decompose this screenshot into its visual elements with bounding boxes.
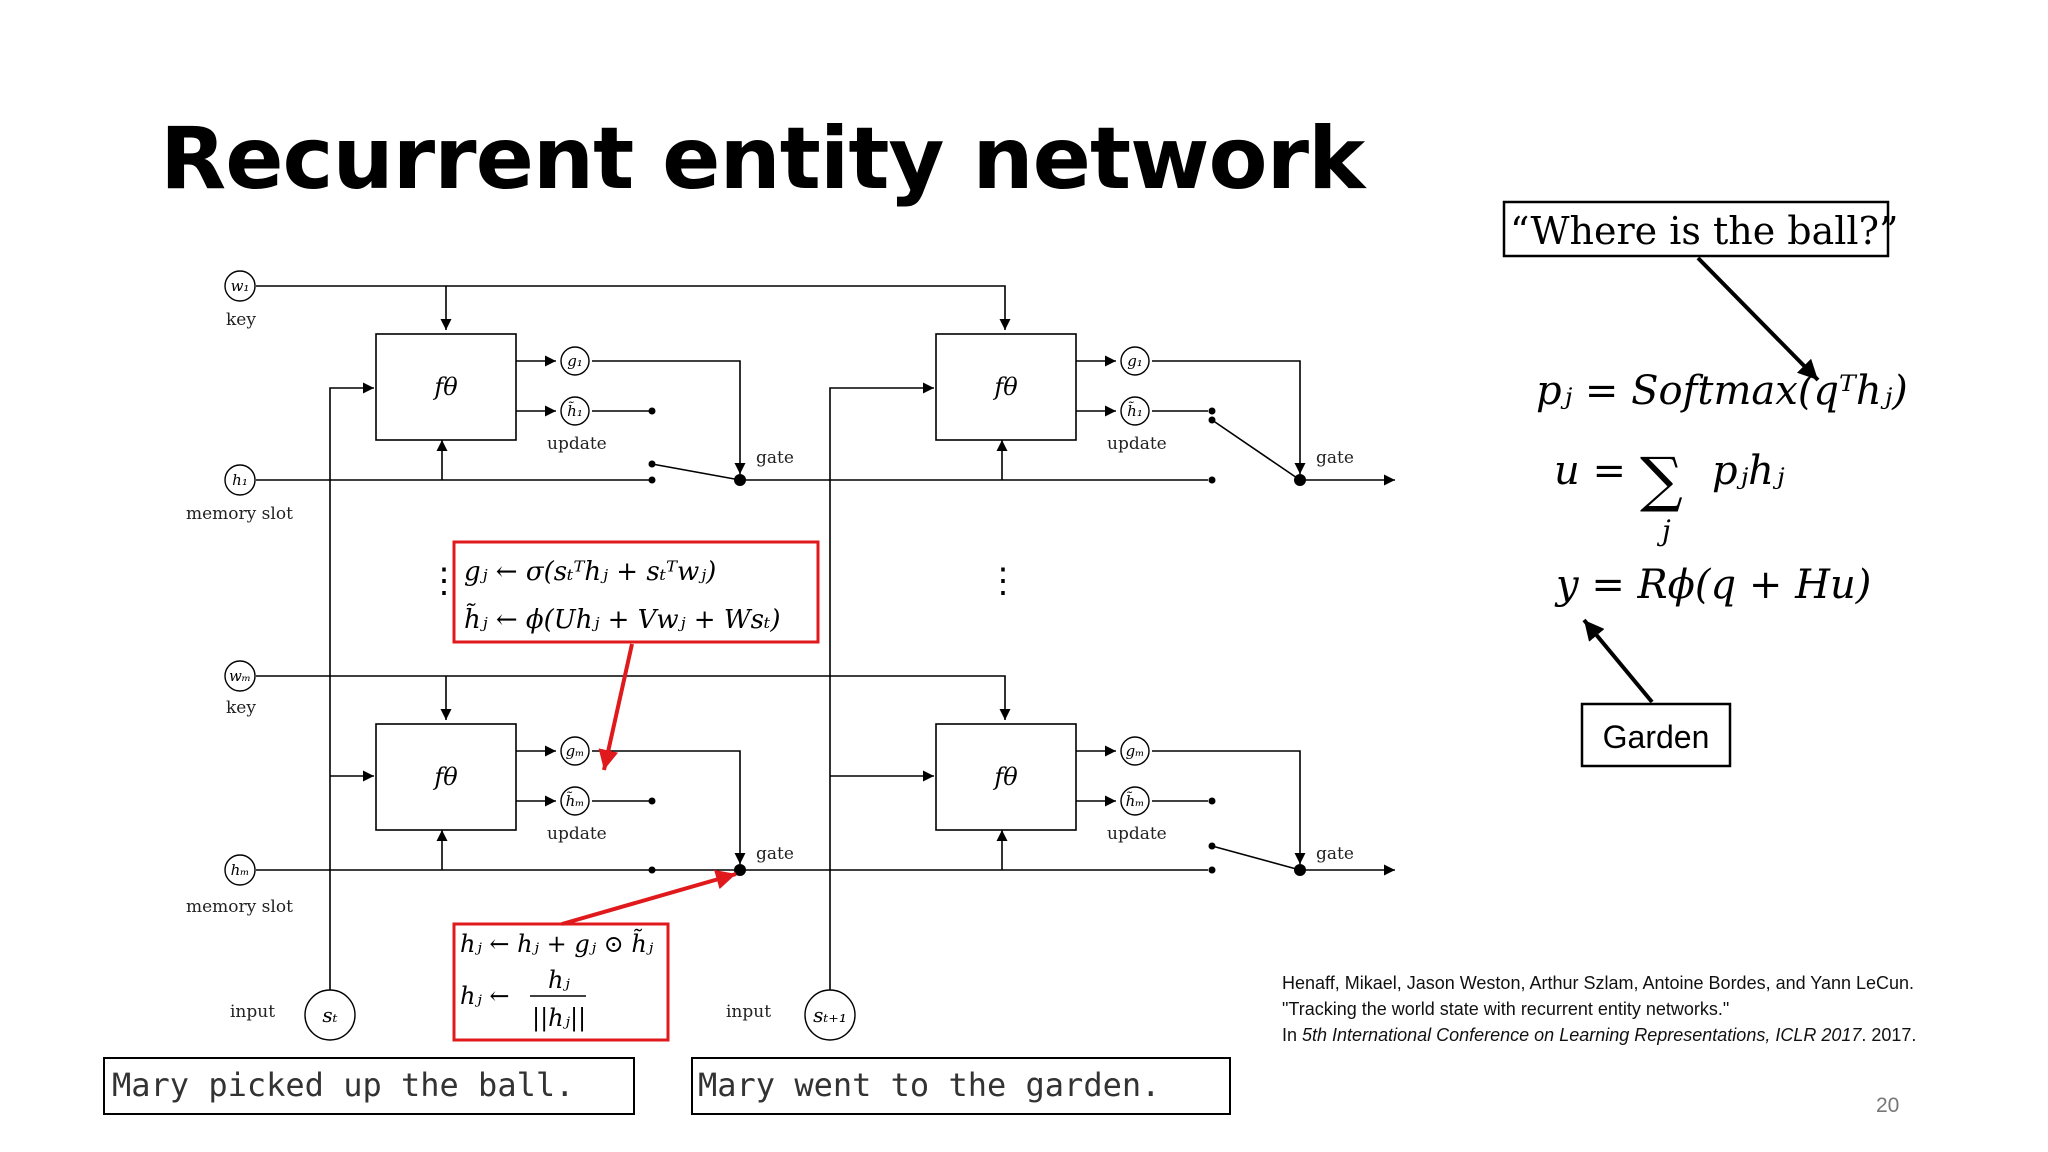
- sentence-box-2: [691, 1057, 1231, 1115]
- normalize-denominator: ||hⱼ||: [532, 1004, 586, 1033]
- red-arrow-gate: [598, 643, 634, 771]
- update-label-2: update: [1107, 434, 1167, 454]
- sentence-box-1: [103, 1057, 635, 1115]
- h1-tilde-label-b: h̃₁: [1127, 402, 1143, 420]
- candidate-node-h1-b: [1120, 396, 1150, 426]
- gate-node-g1: [560, 346, 590, 376]
- memory-node-h1: [224, 464, 256, 496]
- gm-label: gₘ: [566, 742, 585, 760]
- f-theta-box-4: [935, 723, 1077, 831]
- question-box: [1502, 200, 1890, 258]
- update-equations-box: [452, 922, 670, 1042]
- memory-slot-label-1: memory slot: [186, 504, 293, 524]
- memory-slot-label-2: memory slot: [186, 897, 293, 917]
- candidate-equation: h̃ⱼ ← ϕ(Uhⱼ + Vwⱼ + Wsₜ): [464, 603, 780, 635]
- sentence-2: Mary went to the garden.: [698, 1066, 1160, 1104]
- answer-box: [1580, 702, 1732, 768]
- candidate-node-h1: [560, 396, 590, 426]
- output-equation: y = Rϕ(q + Hu): [1554, 562, 1871, 608]
- citation-venue: 5th International Conference on Learning…: [1302, 1025, 1862, 1045]
- h1-label: h₁: [232, 471, 248, 489]
- hm-tilde-label: h̃ₘ: [566, 792, 585, 810]
- gate-equations-box: [452, 540, 820, 644]
- normalize-lhs: hⱼ ←: [460, 982, 510, 1010]
- st1-label: sₜ₊₁: [813, 1003, 847, 1027]
- gate-label-1: gate: [756, 448, 794, 468]
- question-arrow: [1696, 256, 1820, 382]
- h1-tilde-label: h̃₁: [567, 402, 583, 420]
- u-equation-sum: ∑: [1640, 445, 1683, 515]
- answer-arrow: [1582, 618, 1654, 704]
- update-label-4: update: [1107, 824, 1167, 844]
- key-label-1: key: [226, 310, 256, 330]
- softmax-equation: pⱼ = Softmax(qᵀhⱼ): [1536, 368, 1908, 414]
- g1-label-b: g₁: [1127, 352, 1143, 370]
- u-equation-lhs: u =: [1554, 448, 1626, 494]
- gate-label-4: gate: [1316, 844, 1354, 864]
- w1-label: w₁: [231, 277, 250, 295]
- page-number: 20: [1876, 1094, 1900, 1117]
- f-theta-label-3: fθ: [432, 763, 458, 791]
- gm-label-b: gₘ: [1126, 742, 1145, 760]
- question-text: “Where is the ball?”: [1510, 209, 1898, 253]
- citation: Henaff, Mikael, Jason Weston, Arthur Szl…: [1282, 970, 1916, 1048]
- input-node-st: [304, 989, 356, 1041]
- f-theta-label-4: fθ: [992, 763, 1018, 791]
- f-theta-box-3: [375, 723, 517, 831]
- hm-tilde-label-b: h̃ₘ: [1126, 792, 1145, 810]
- input-label-2: input: [726, 1002, 771, 1022]
- citation-line-3: In 5th International Conference on Learn…: [1282, 1025, 1917, 1045]
- g1-label: g₁: [567, 352, 583, 370]
- sentence-1: Mary picked up the ball.: [112, 1066, 574, 1104]
- gate-label-3: gate: [756, 844, 794, 864]
- candidate-node-hm: [560, 786, 590, 816]
- vdots-left: ⋮: [427, 561, 461, 601]
- memory-node-hm: [224, 854, 256, 886]
- gate-node-gm-b: [1120, 736, 1150, 766]
- update-label-3: update: [547, 824, 607, 844]
- st-label: sₜ: [322, 1003, 337, 1027]
- key-node-w1: [224, 270, 256, 302]
- u-equation-sub: j: [1656, 514, 1671, 547]
- gate-equation: gⱼ ← σ(sₜᵀhⱼ + sₜᵀwⱼ): [464, 557, 716, 587]
- slide-title: Recurrent entity network: [160, 109, 1365, 209]
- f-theta-box-2: [935, 333, 1077, 441]
- u-equation-rhs: pⱼhⱼ: [1712, 448, 1785, 494]
- citation-line-2: "Tracking the world state with recurrent…: [1282, 999, 1730, 1019]
- gate-node-g1-b: [1120, 346, 1150, 376]
- candidate-node-hm-b: [1120, 786, 1150, 816]
- answer-text: Garden: [1603, 719, 1710, 755]
- f-theta-box-1: [375, 333, 517, 441]
- normalize-numerator: hⱼ: [548, 966, 570, 994]
- input-label-1: input: [230, 1002, 275, 1022]
- f-theta-label-1: fθ: [432, 373, 458, 401]
- update-equation: hⱼ ← hⱼ + gⱼ ⊙ h̃ⱼ: [460, 929, 654, 958]
- citation-line-1: Henaff, Mikael, Jason Weston, Arthur Szl…: [1282, 973, 1915, 993]
- wm-label: wₘ: [229, 667, 251, 685]
- key-node-wm: [224, 660, 256, 692]
- red-arrow-update: [561, 869, 737, 926]
- f-theta-label-2: fθ: [992, 373, 1018, 401]
- input-node-st1: [804, 989, 856, 1041]
- vdots-right: ⋮: [986, 561, 1020, 601]
- gate-node-gm: [560, 736, 590, 766]
- gate-label-2: gate: [1316, 448, 1354, 468]
- hm-label: hₘ: [231, 861, 250, 879]
- update-label-1: update: [547, 434, 607, 454]
- key-label-2: key: [226, 698, 256, 718]
